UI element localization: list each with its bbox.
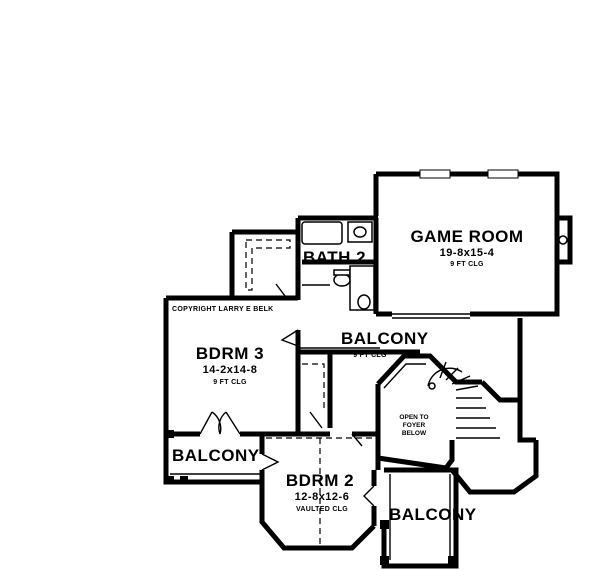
balcony-hall: [295, 318, 523, 355]
open-to-foyer-line1: OPEN TO: [399, 414, 428, 421]
bdrm-3-size: 14-2x14-8: [203, 364, 258, 376]
bath-2-name: BATH 2: [303, 248, 366, 267]
balcony-bottom: [380, 467, 459, 569]
balcony-bottom-name: BALCONY: [389, 505, 477, 524]
open-to-foyer-line3: BELOW: [402, 430, 427, 437]
balcony-main-ceiling: 9 FT CLG: [353, 352, 387, 359]
balcony-left: [163, 430, 262, 485]
bdrm-2: [259, 431, 381, 551]
balcony-left-name: BALCONY: [172, 446, 260, 465]
bdrm-2-name: BDRM 2: [286, 471, 354, 490]
game-room-size: 19-8x15-4: [440, 247, 495, 259]
game-room-name: GAME ROOM: [410, 227, 523, 246]
bdrm-3-name: BDRM 3: [196, 344, 264, 363]
closet-upper: [229, 229, 298, 301]
bath-2: [295, 215, 379, 314]
bdrm-2-ceiling: VAULTED CLG: [296, 506, 348, 513]
open-to-foyer-line2: FOYER: [403, 422, 426, 429]
bdrm-2-size: 12-8x12-6: [295, 491, 350, 503]
copyright-label: COPYRIGHT LARRY E BELK: [172, 306, 274, 313]
balcony-main-name: BALCONY: [341, 329, 429, 348]
game-room-ceiling: 9 FT CLG: [450, 261, 484, 268]
closet-lower: [298, 349, 333, 429]
bdrm-3-ceiling: 9 FT CLG: [213, 379, 247, 386]
